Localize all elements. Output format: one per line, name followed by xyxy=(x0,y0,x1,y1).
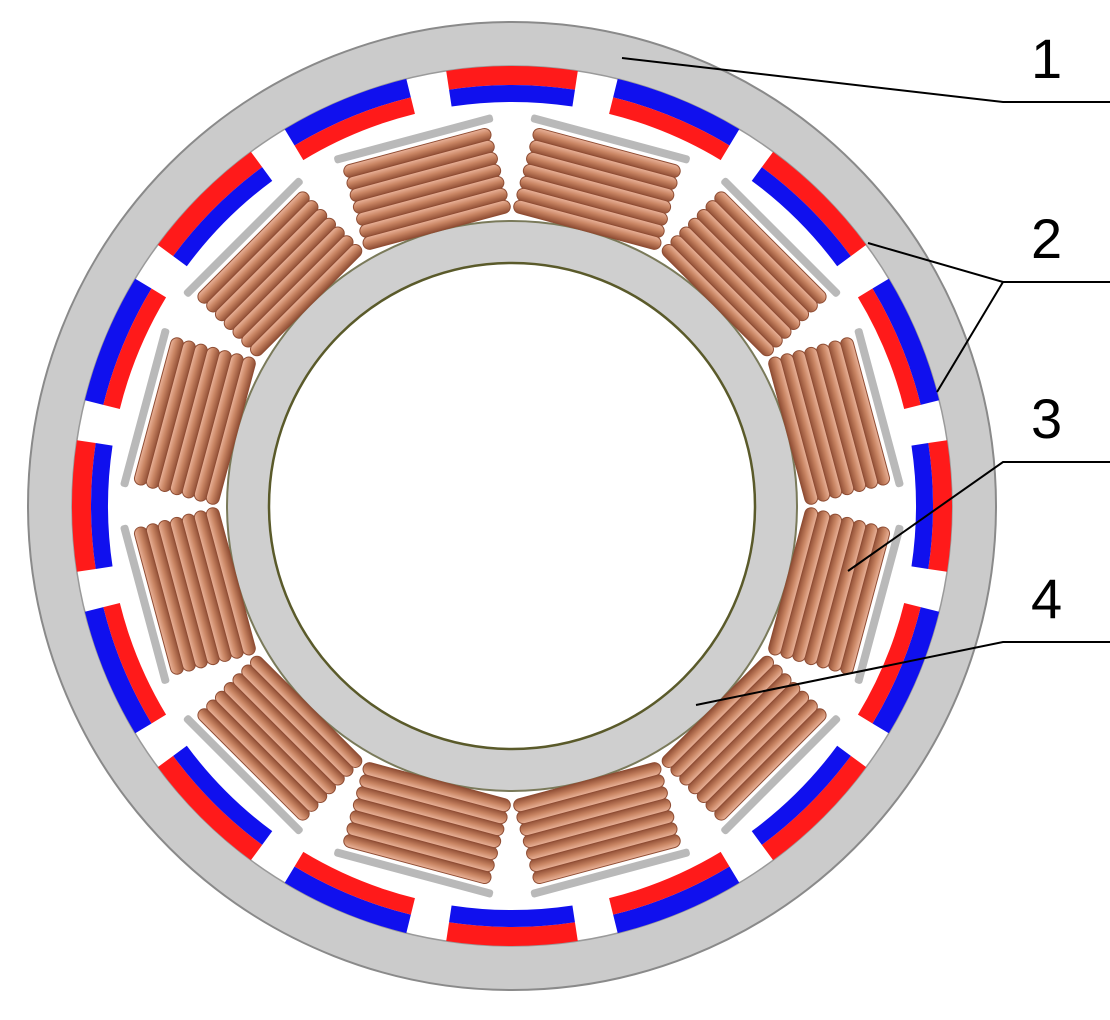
magnet-4 xyxy=(857,278,940,409)
magnet-inner-layer xyxy=(609,851,730,915)
magnet-1 xyxy=(446,65,578,107)
coil-9 xyxy=(120,507,256,684)
coil-5 xyxy=(661,655,841,835)
leader-line-1 xyxy=(621,57,1110,103)
coil-2 xyxy=(661,177,841,357)
magnet-inner-layer xyxy=(90,443,113,569)
coil-12 xyxy=(334,114,511,250)
callout-leaders xyxy=(621,57,1110,706)
magnet-inner-layer xyxy=(449,905,575,928)
coil-turn xyxy=(362,199,511,250)
magnet-inner-layer xyxy=(857,288,921,409)
magnet-inner-layer xyxy=(911,443,933,569)
magnet-8 xyxy=(609,851,740,934)
magnet-outer-layer xyxy=(613,78,740,146)
coil-8 xyxy=(183,655,363,835)
magnet-outer-layer xyxy=(761,755,867,861)
callout-number-3: 3 xyxy=(1031,387,1062,450)
callout-number-4: 4 xyxy=(1031,567,1062,630)
coil-tooth-edge xyxy=(120,328,170,488)
coil-10 xyxy=(120,328,256,505)
magnet-outer-layer xyxy=(71,440,96,572)
magnet-inner-layer xyxy=(751,167,851,267)
coil-4 xyxy=(768,507,904,684)
magnet-outer-layer xyxy=(872,278,940,405)
coil-tooth-edge xyxy=(334,114,494,164)
magnet-outer-layer xyxy=(761,151,867,257)
magnet-outer-layer xyxy=(446,922,578,946)
coil-turn xyxy=(768,356,819,505)
magnet-3 xyxy=(751,151,867,267)
magnet-14 xyxy=(84,278,167,409)
magnet-2 xyxy=(609,78,740,161)
magnet-outer-layer xyxy=(613,866,740,934)
magnet-inner-layer xyxy=(449,85,575,107)
coil-tooth-edge xyxy=(721,177,841,297)
coil-turn xyxy=(768,507,819,656)
coil-turn xyxy=(513,762,662,813)
magnet-outer-layer xyxy=(284,78,411,146)
coil-tooth-edge xyxy=(530,114,690,164)
magnet-outer-layer xyxy=(84,278,152,405)
coil-turn xyxy=(513,199,662,250)
stator-core xyxy=(226,220,798,792)
magnet-7 xyxy=(751,745,867,861)
coil-turn xyxy=(250,655,363,768)
callout-labels: 1 2 3 4 xyxy=(1031,27,1062,630)
magnet-outer-layer xyxy=(157,151,263,257)
magnet-inner-layer xyxy=(609,97,730,161)
magnet-inner-layer xyxy=(173,745,273,845)
leader-line-2b xyxy=(936,281,1004,393)
coil-tooth-edge xyxy=(183,177,303,297)
magnet-inner-layer xyxy=(294,851,415,915)
coil-turn xyxy=(661,244,774,357)
coil-tooth-edge xyxy=(334,848,494,898)
coil-turn xyxy=(205,507,256,656)
coil-turn xyxy=(362,762,511,813)
magnet-outer-layer xyxy=(284,866,411,934)
magnet-outer-layer xyxy=(84,607,152,734)
magnet-inner-layer xyxy=(103,288,167,409)
coil-tooth-edge xyxy=(530,848,690,898)
magnet-6 xyxy=(857,603,940,734)
magnet-11 xyxy=(157,745,273,861)
magnet-16 xyxy=(284,78,415,161)
magnet-inner-layer xyxy=(103,603,167,724)
magnet-outer-layer xyxy=(157,755,263,861)
magnet-13 xyxy=(71,440,113,572)
magnet-5 xyxy=(911,440,952,572)
magnet-inner-layer xyxy=(857,603,921,724)
coil-tooth-edge xyxy=(721,715,841,835)
magnet-15 xyxy=(157,151,273,267)
coil-tooth-edge xyxy=(120,524,170,684)
coil-turn xyxy=(205,356,256,505)
magnet-ring xyxy=(71,65,952,946)
magnet-inner-layer xyxy=(173,167,273,267)
magnet-outer-layer xyxy=(446,65,578,90)
coil-11 xyxy=(183,177,363,357)
magnet-10 xyxy=(284,851,415,934)
magnet-9 xyxy=(446,905,578,946)
coil-7 xyxy=(334,762,511,898)
magnet-inner-layer xyxy=(751,745,851,845)
leader-line-3 xyxy=(847,461,1110,572)
magnet-outer-layer xyxy=(872,607,940,734)
coil-turn xyxy=(661,655,774,768)
magnet-inner-layer xyxy=(294,97,415,161)
coil-1 xyxy=(513,114,690,250)
coil-turn xyxy=(250,244,363,357)
coil-tooth-edge xyxy=(854,328,904,488)
callout-number-2: 2 xyxy=(1031,207,1062,270)
coil-6 xyxy=(513,762,690,898)
callout-number-1: 1 xyxy=(1031,27,1062,90)
coil-3 xyxy=(768,328,904,505)
coil-tooth-edge xyxy=(183,715,303,835)
stator-coils xyxy=(120,114,904,898)
leader-line-4 xyxy=(695,641,1110,706)
magnet-12 xyxy=(84,603,167,734)
coil-tooth-edge xyxy=(854,524,904,684)
